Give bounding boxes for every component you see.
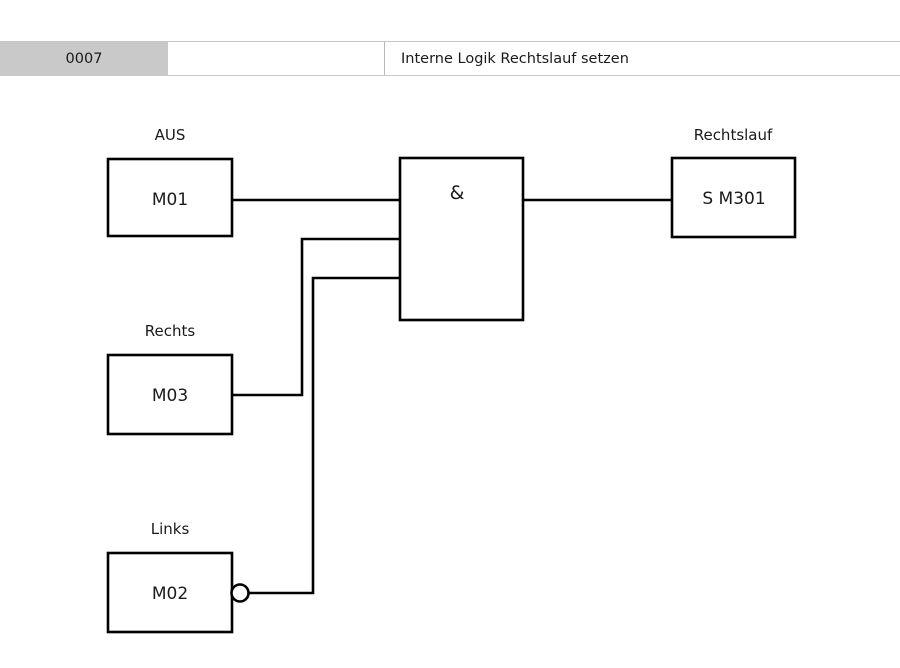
and-gate-symbol: & (449, 182, 465, 204)
block-label-m01: AUS (154, 126, 186, 144)
block-text-m03: M03 (151, 386, 189, 406)
block-text-m02: M02 (151, 584, 189, 604)
block-label-s-m301: Rechtslauf (693, 126, 773, 144)
header-cell-description[interactable]: Interne Logik Rechtslauf setzen (385, 42, 900, 75)
negation-bubble-m02 (230, 583, 250, 603)
header-table: 0007 Interne Logik Rechtslauf setzen (0, 41, 900, 76)
block-s-m301[interactable] (670, 156, 797, 239)
and-gate-body[interactable] (398, 156, 525, 322)
block-text-s-m301: S M301 (702, 189, 766, 209)
header-cell-id[interactable]: 0007 (0, 42, 168, 75)
block-label-m03: Rechts (144, 322, 196, 340)
wire-m03-to-gate (232, 237, 400, 397)
block-m03[interactable] (106, 353, 234, 436)
wire-m02-to-gate (249, 276, 400, 595)
header-cell-blank[interactable] (168, 42, 385, 75)
block-label-m02: Links (150, 520, 190, 538)
block-text-m01: M01 (151, 190, 189, 210)
connection-lines (232, 198, 672, 595)
block-m01[interactable] (106, 157, 234, 238)
